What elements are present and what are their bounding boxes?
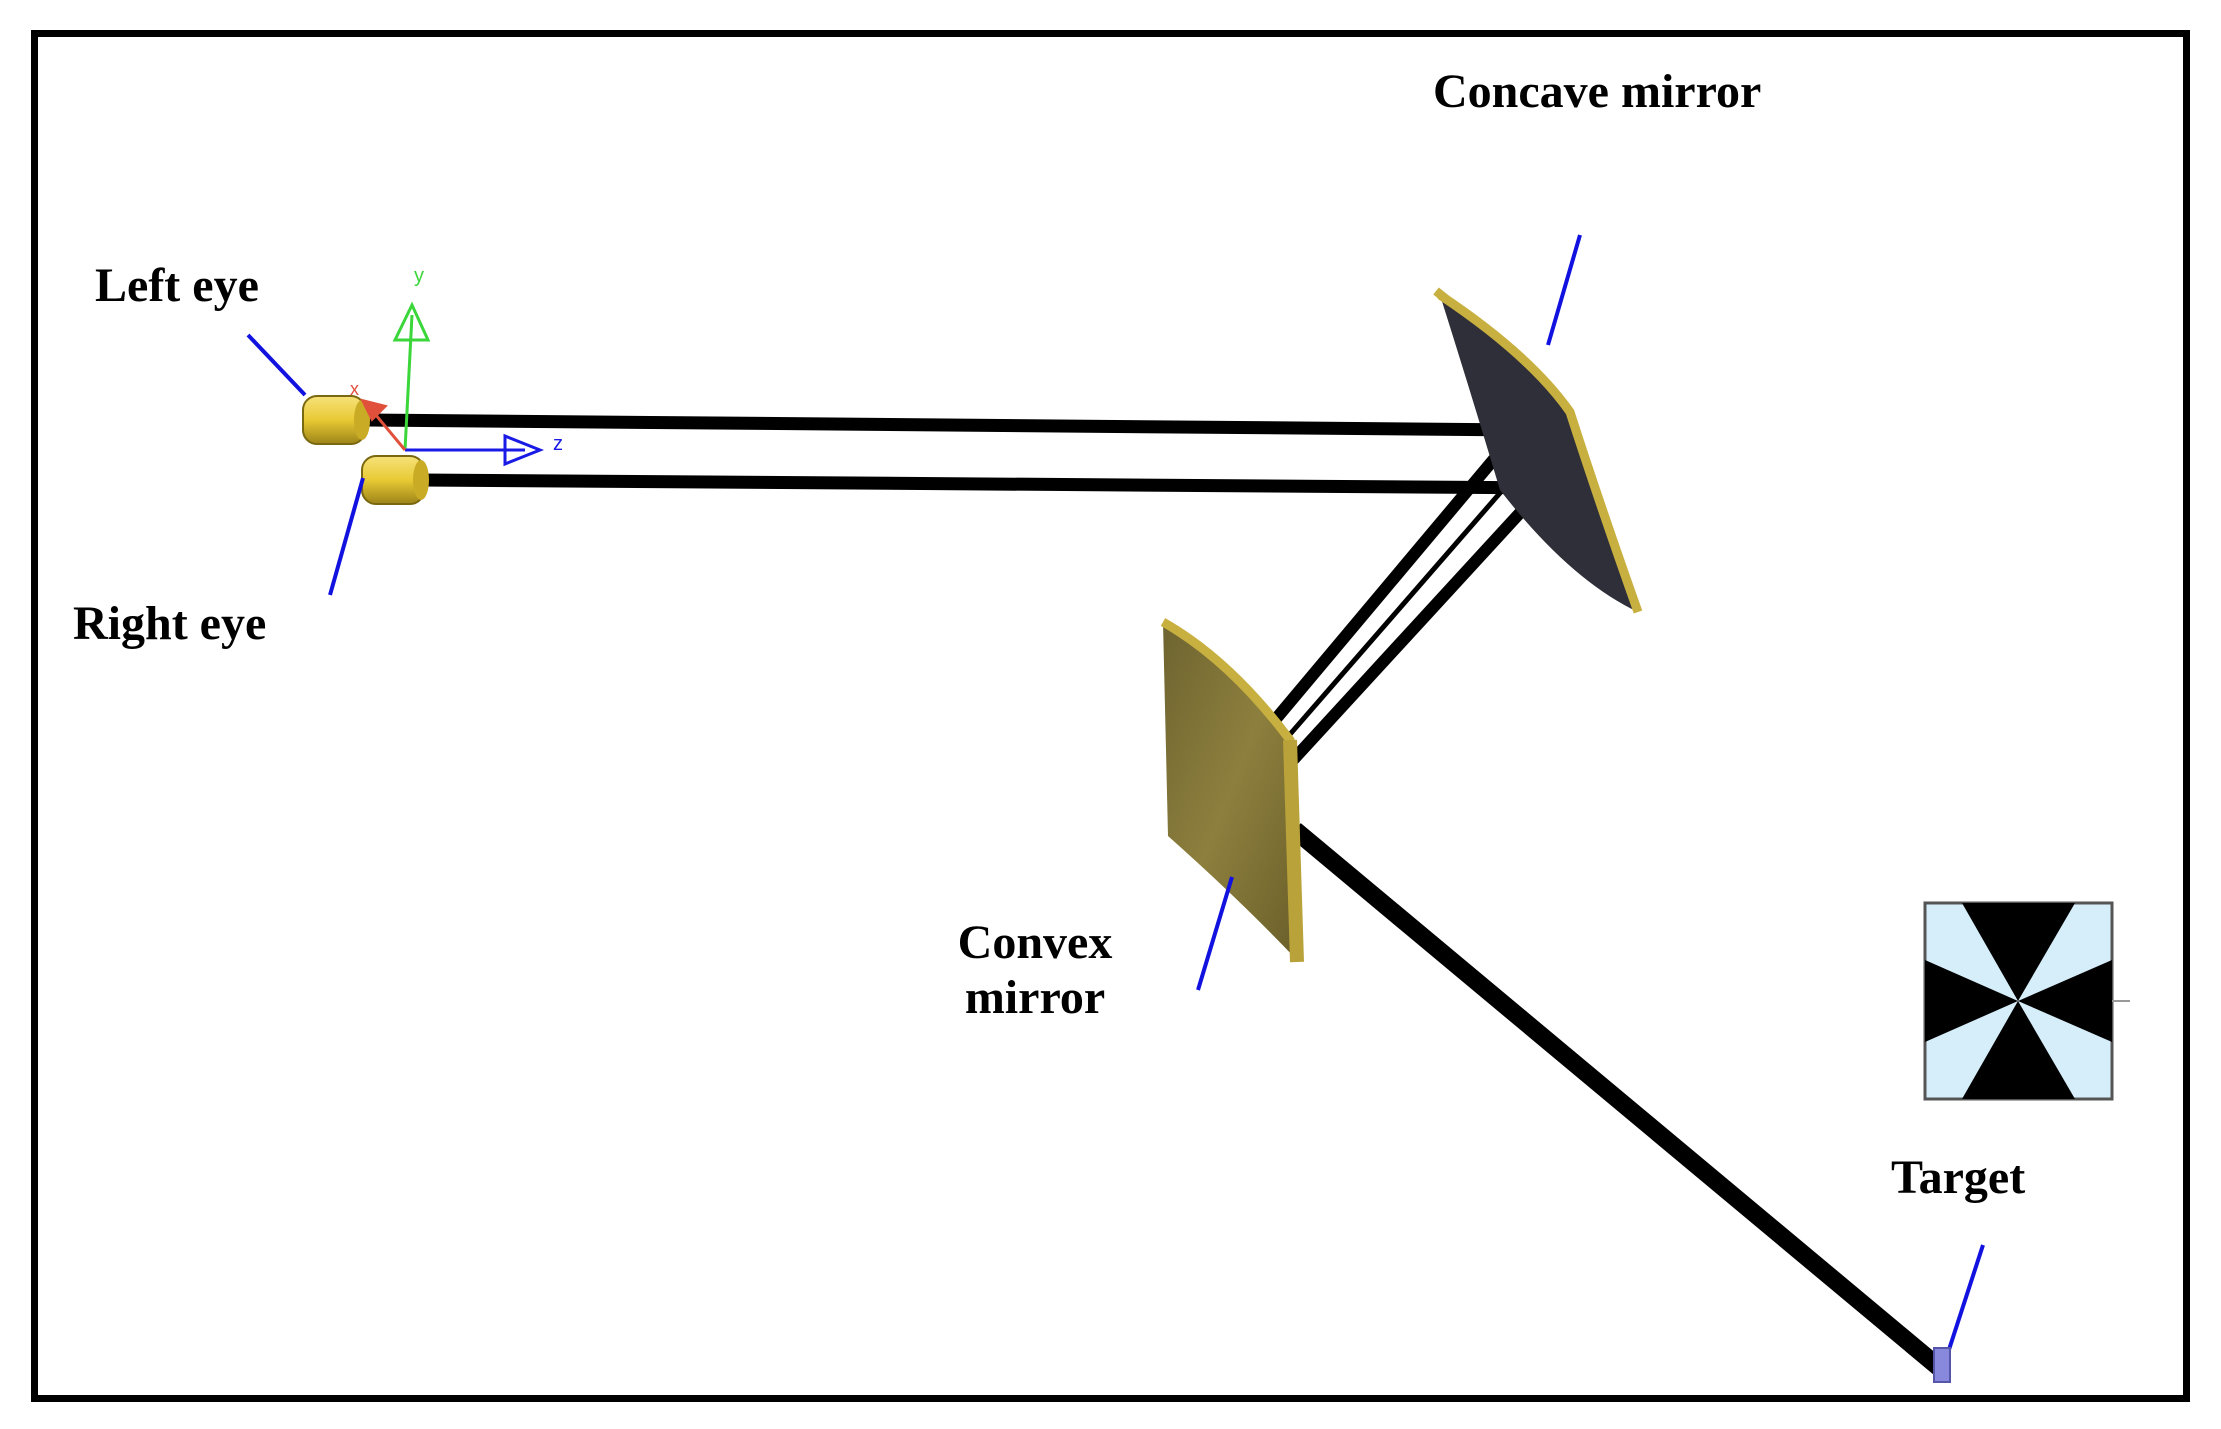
- axis-z-label: z: [553, 433, 563, 455]
- convex-mirror-edge: [1160, 618, 1302, 961]
- label-right-eye: Right eye: [73, 597, 267, 650]
- label-convex-mirror: Convex mirror: [935, 915, 1135, 1025]
- concave-mirror: [1433, 287, 1643, 614]
- target-pattern-inset: [1923, 901, 2130, 1101]
- beam-left-eye-to-concave: [364, 413, 1526, 437]
- leader-convex-mirror: [1196, 876, 1234, 991]
- label-target: Target: [1891, 1151, 2026, 1204]
- label-convex-mirror-line2: mirror: [964, 971, 1106, 1025]
- concave-mirror-face: [1440, 295, 1638, 612]
- target-wedge-left: [1925, 960, 2018, 1042]
- diagram-frame: [31, 30, 2190, 1402]
- left-eye: [302, 395, 370, 445]
- axis-y-arrow: [392, 301, 431, 342]
- target-wedge-right: [2018, 960, 2112, 1042]
- convex-mirror: [1160, 618, 1304, 963]
- leader-right-eye: [328, 477, 365, 596]
- target-marker: [1933, 1347, 1951, 1383]
- beam-concave-to-convex-1: [1270, 436, 1515, 724]
- leader-concave-mirror: [1546, 234, 1582, 346]
- concave-mirror-edge: [1437, 291, 1643, 614]
- beam-convex-to-target: [1289, 823, 1948, 1377]
- axis-z-arrow: [503, 433, 545, 467]
- light-beams: [364, 413, 1948, 1377]
- beam-concave-to-convex-3: [1283, 468, 1522, 742]
- axis-y-line: [403, 314, 414, 451]
- leader-lines: [246, 234, 1985, 1366]
- beam-concave-to-convex-2: [1288, 473, 1557, 765]
- beam-right-eye-to-concave: [419, 473, 1561, 495]
- label-concave-mirror: Concave mirror: [1433, 65, 1762, 118]
- leader-left-eye: [246, 333, 307, 397]
- axis-x-arrow: [360, 398, 388, 422]
- label-left-eye: Left eye: [95, 259, 259, 312]
- coordinate-axes: [360, 301, 545, 467]
- convex-mirror-face: [1163, 622, 1297, 960]
- label-convex-mirror-line1: Convex: [957, 916, 1113, 969]
- leader-target: [1942, 1244, 1985, 1366]
- right-eye: [361, 455, 429, 505]
- target-wedge-bottom: [1962, 1001, 2075, 1099]
- axis-x-label: x: [350, 379, 359, 399]
- target-wedge-top: [1962, 903, 2075, 1001]
- axis-y-label: y: [414, 265, 424, 287]
